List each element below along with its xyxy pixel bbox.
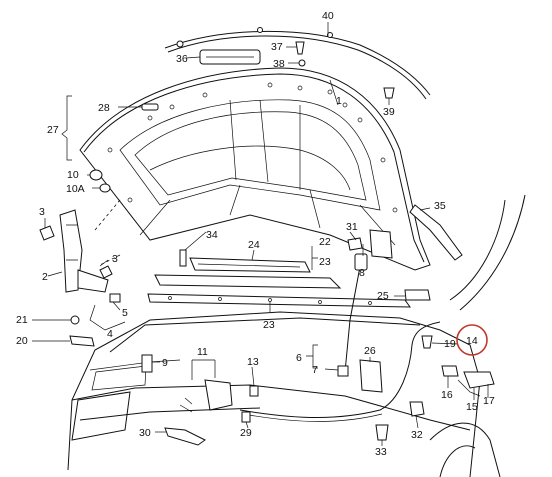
label-16: 16 <box>441 389 453 401</box>
label-36: 36 <box>176 53 188 65</box>
label-35: 35 <box>434 200 446 212</box>
bolt-part <box>99 265 113 279</box>
grommet-part <box>375 424 389 441</box>
label-39: 39 <box>383 106 395 118</box>
fastener-part <box>383 87 395 99</box>
support-bracket <box>359 359 383 393</box>
buffer-part <box>404 289 431 301</box>
label-34: 34 <box>206 229 218 241</box>
hood-latch <box>204 379 233 411</box>
label-23a: 23 <box>319 256 331 268</box>
cable-holder <box>409 401 425 417</box>
hood-seal-strip <box>164 30 431 96</box>
label-30: 30 <box>139 427 151 439</box>
bump-stop <box>99 183 111 193</box>
seal-clip <box>257 27 263 33</box>
clip-part <box>141 103 159 111</box>
release-lever <box>463 371 495 389</box>
label-11: 11 <box>197 346 208 358</box>
label-1: 1 <box>336 95 342 107</box>
label-21: 21 <box>16 314 28 326</box>
fastener-part <box>441 365 459 377</box>
label-6: 6 <box>296 352 302 364</box>
bolt-part <box>39 225 55 241</box>
nut-part <box>109 293 121 303</box>
bolt-part <box>347 237 363 251</box>
seal-clip <box>327 32 333 38</box>
hood-panel <box>79 67 431 271</box>
label-20: 20 <box>16 335 28 347</box>
leader-lines <box>32 22 489 446</box>
cable-clip <box>241 411 251 423</box>
hood-hinge-left <box>59 209 109 293</box>
label-10: 10 <box>67 169 79 181</box>
label-5: 5 <box>122 307 128 319</box>
car-body-front <box>67 194 526 477</box>
cable-end <box>421 335 433 349</box>
label-3b: 3 <box>112 253 118 265</box>
label-31: 31 <box>346 221 358 233</box>
label-15: 15 <box>466 401 478 413</box>
strut-mount <box>354 253 368 271</box>
trim-part <box>409 204 463 261</box>
label-13: 13 <box>247 356 259 368</box>
label-37: 37 <box>271 41 283 53</box>
callout-labels: 40 37 36 38 1 39 28 27 10 10A 3 34 24 22… <box>16 10 495 458</box>
label-17: 17 <box>483 395 495 407</box>
label-26: 26 <box>364 345 376 357</box>
bracket-part <box>69 335 95 347</box>
label-4: 4 <box>107 328 113 340</box>
label-29: 29 <box>240 427 252 439</box>
bolt-part <box>70 315 80 325</box>
label-9: 9 <box>162 357 168 369</box>
bump-stop <box>89 169 103 181</box>
label-8: 8 <box>359 267 365 279</box>
label-2: 2 <box>42 271 48 283</box>
latch-striker <box>141 354 153 373</box>
label-23b: 23 <box>263 319 275 331</box>
label-25: 25 <box>377 290 389 302</box>
label-27: 27 <box>47 124 59 136</box>
label-33: 33 <box>375 446 387 458</box>
fastener-part <box>179 249 187 267</box>
highlight-circle <box>456 324 488 356</box>
bolt-part <box>249 385 259 397</box>
hinge-right <box>369 229 393 259</box>
hood-support-strut <box>344 255 363 373</box>
bracket-part <box>164 427 206 446</box>
clip-part <box>298 59 306 67</box>
label-3a: 3 <box>39 206 45 218</box>
label-40: 40 <box>322 10 334 22</box>
label-22: 22 <box>319 236 331 248</box>
label-24: 24 <box>248 239 260 251</box>
label-10a: 10A <box>66 183 85 195</box>
latch-cover <box>189 257 311 273</box>
label-7: 7 <box>312 364 318 376</box>
seal-clip <box>176 40 184 48</box>
label-32: 32 <box>411 429 423 441</box>
bolt-part <box>337 365 349 377</box>
label-14: 14 <box>466 335 478 347</box>
seal-strip-lower <box>147 293 411 308</box>
label-28: 28 <box>98 102 110 114</box>
seal-strip-upper <box>154 274 342 289</box>
label-19: 19 <box>444 338 456 350</box>
release-cable <box>239 321 441 418</box>
label-38: 38 <box>273 58 285 70</box>
clip-part <box>295 41 305 55</box>
